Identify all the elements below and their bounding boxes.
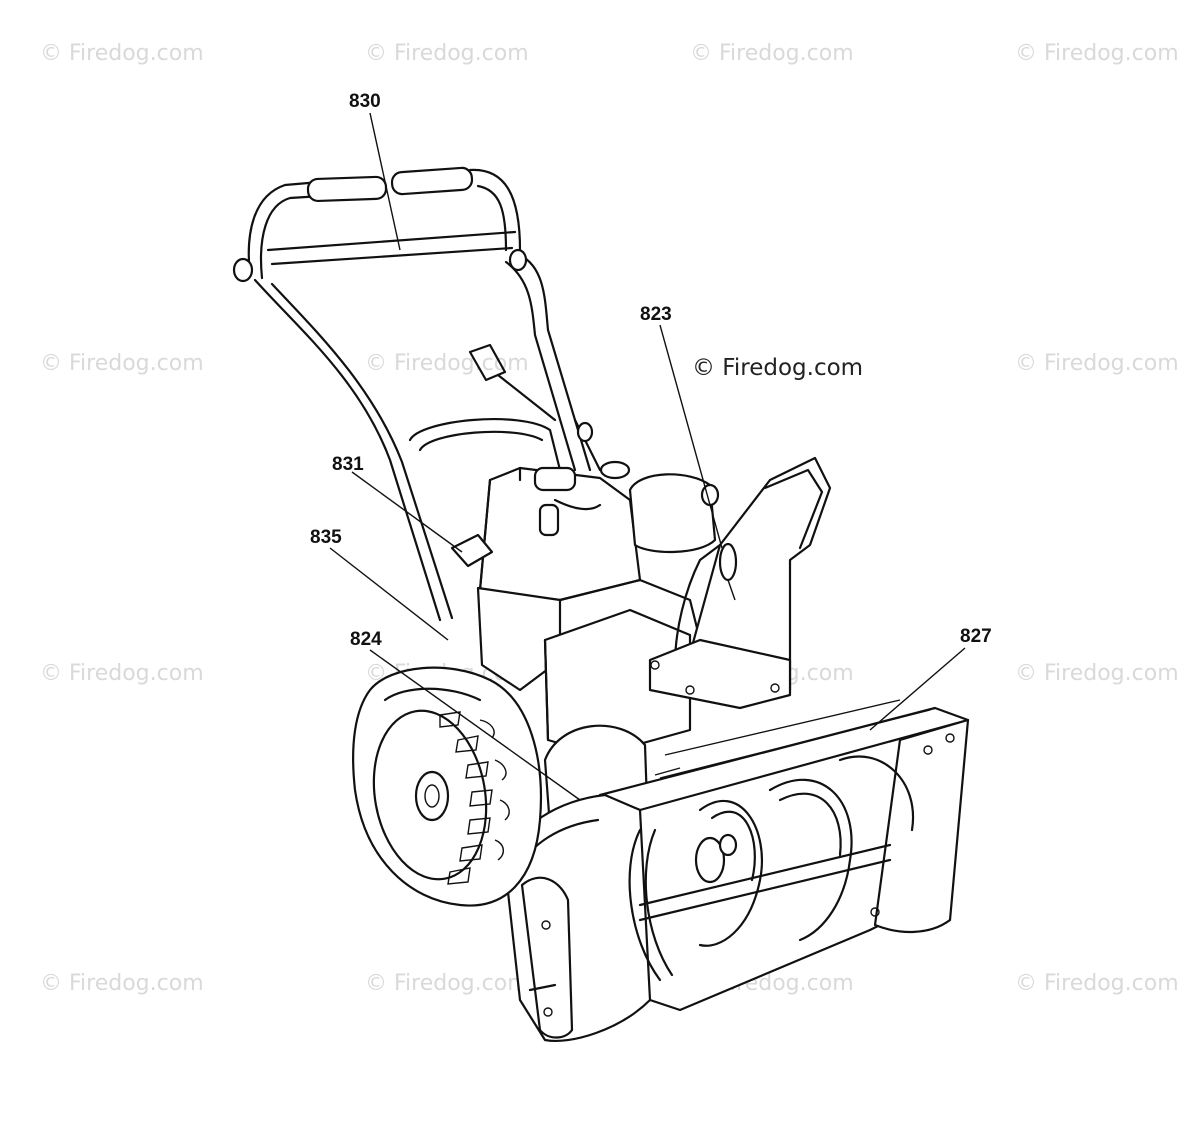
watermark: © Firedog.com (1015, 971, 1179, 996)
wheel-tire (352, 666, 542, 907)
auger-housing (503, 699, 970, 1042)
handle-assembly (232, 166, 602, 622)
leader-824 (369, 649, 581, 801)
callout-827: 827 (960, 626, 992, 647)
watermark: © Firedog.com (1015, 661, 1179, 686)
leader-lines (329, 112, 966, 801)
watermark-grid: © Firedog.com © Firedog.com © Firedog.co… (40, 41, 1179, 996)
callout-830: 830 (349, 91, 381, 112)
callout-831: 831 (332, 454, 364, 475)
callout-824: 824 (350, 629, 382, 650)
leader-830 (369, 112, 401, 251)
watermark: © Firedog.com (40, 661, 204, 686)
discharge-chute (648, 456, 832, 710)
callout-labels: 830 823 831 835 824 827 (310, 91, 992, 650)
watermark-main: © Firedog.com (692, 355, 863, 381)
engine (450, 460, 720, 757)
watermark: © Firedog.com (365, 41, 529, 66)
leader-831 (351, 471, 463, 553)
watermark: © Firedog.com (365, 971, 529, 996)
leader-827 (869, 647, 966, 731)
watermark: © Firedog.com (40, 971, 204, 996)
watermark: © Firedog.com (1015, 351, 1179, 376)
watermark: © Firedog.com (40, 41, 204, 66)
leader-835 (329, 547, 449, 641)
tire-treads (439, 711, 510, 885)
leader-823 (659, 324, 723, 549)
watermark: © Firedog.com (1015, 41, 1179, 66)
watermark: © Firedog.com (690, 41, 854, 66)
watermark: © Firedog.com (40, 351, 204, 376)
callout-823: 823 (640, 304, 672, 325)
callout-835: 835 (310, 527, 342, 548)
